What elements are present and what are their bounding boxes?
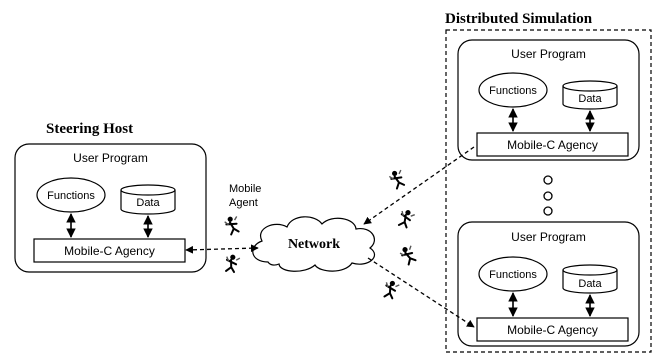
agency-label: Mobile-C Agency	[507, 138, 598, 152]
agency-label: Mobile-C Agency	[64, 244, 155, 258]
ellipsis-dots	[543, 175, 553, 216]
mobile-agent-icon	[380, 277, 401, 301]
user-program-label: User Program	[511, 230, 586, 244]
network-label: Network	[288, 237, 340, 252]
mobile-agent-icon	[387, 167, 408, 191]
mobile-agent-label-line1: Mobile	[229, 183, 261, 195]
host-network-link	[185, 244, 259, 254]
data-label: Data	[578, 93, 602, 105]
mobile-c-agency-box: Mobile-C Agency	[476, 132, 629, 157]
data-store: Data	[562, 264, 618, 294]
mobile-agent-icon	[222, 213, 242, 237]
steering-host-title: Steering Host	[46, 121, 133, 137]
functions-label: Functions	[489, 85, 537, 97]
mobile-agent-icon	[397, 243, 419, 267]
user-program-label: User Program	[73, 151, 148, 165]
network-to-bottom-node-link	[367, 257, 475, 328]
distributed-simulation-container	[445, 29, 652, 353]
functions-node: Functions	[478, 256, 548, 292]
mobile-agent-icon	[395, 206, 417, 231]
functions-label: Functions	[47, 190, 95, 202]
simulation-node-bottom: User Program Functions Data Mobile-C Age…	[457, 221, 640, 347]
data-store: Data	[120, 184, 176, 215]
distributed-simulation-title: Distributed Simulation	[445, 11, 593, 27]
functions-label: Functions	[489, 269, 537, 281]
network-cloud: Network	[252, 216, 376, 272]
mobile-agent-label-line2: Agent	[229, 197, 258, 209]
agency-label: Mobile-C Agency	[507, 323, 598, 337]
mobile-c-agency-box: Mobile-C Agency	[476, 317, 629, 342]
user-program-label: User Program	[511, 47, 586, 61]
mobile-c-agency-box: Mobile-C Agency	[33, 238, 186, 263]
data-store: Data	[562, 80, 618, 110]
data-label: Data	[136, 197, 160, 209]
mobile-agent-icon	[222, 252, 242, 275]
top-node-to-network-link	[363, 146, 475, 225]
functions-node: Functions	[36, 177, 106, 213]
steering-host-box: User Program Functions Data Mobile-C Age…	[14, 143, 207, 273]
simulation-node-top: User Program Functions Data Mobile-C Age…	[457, 39, 640, 161]
data-label: Data	[578, 278, 602, 290]
functions-node: Functions	[478, 72, 548, 108]
